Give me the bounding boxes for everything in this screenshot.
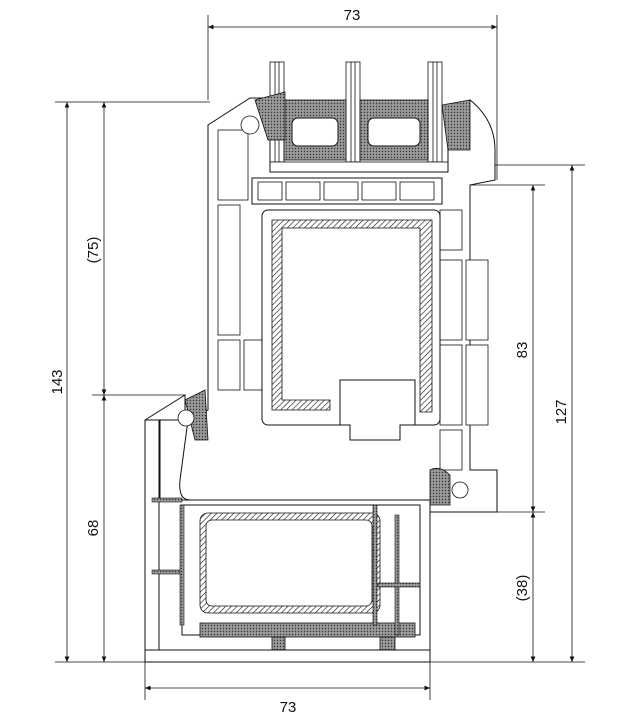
dim-outer-height: 127 [553, 399, 570, 424]
dim-glazing-height: 83 [514, 342, 531, 359]
dim-total-height: 143 [49, 369, 66, 394]
dim-frame-visible: (38) [514, 575, 531, 602]
dim-bottom-width: 73 [280, 699, 297, 714]
dim-sash-height: (75) [85, 237, 102, 264]
frame-profile [144, 394, 431, 663]
gaskets [177, 91, 471, 506]
dim-frame-height: 68 [85, 520, 102, 537]
sash-profile [179, 97, 498, 513]
glazing-panes [267, 61, 449, 173]
dim-top-width: 73 [344, 7, 361, 24]
